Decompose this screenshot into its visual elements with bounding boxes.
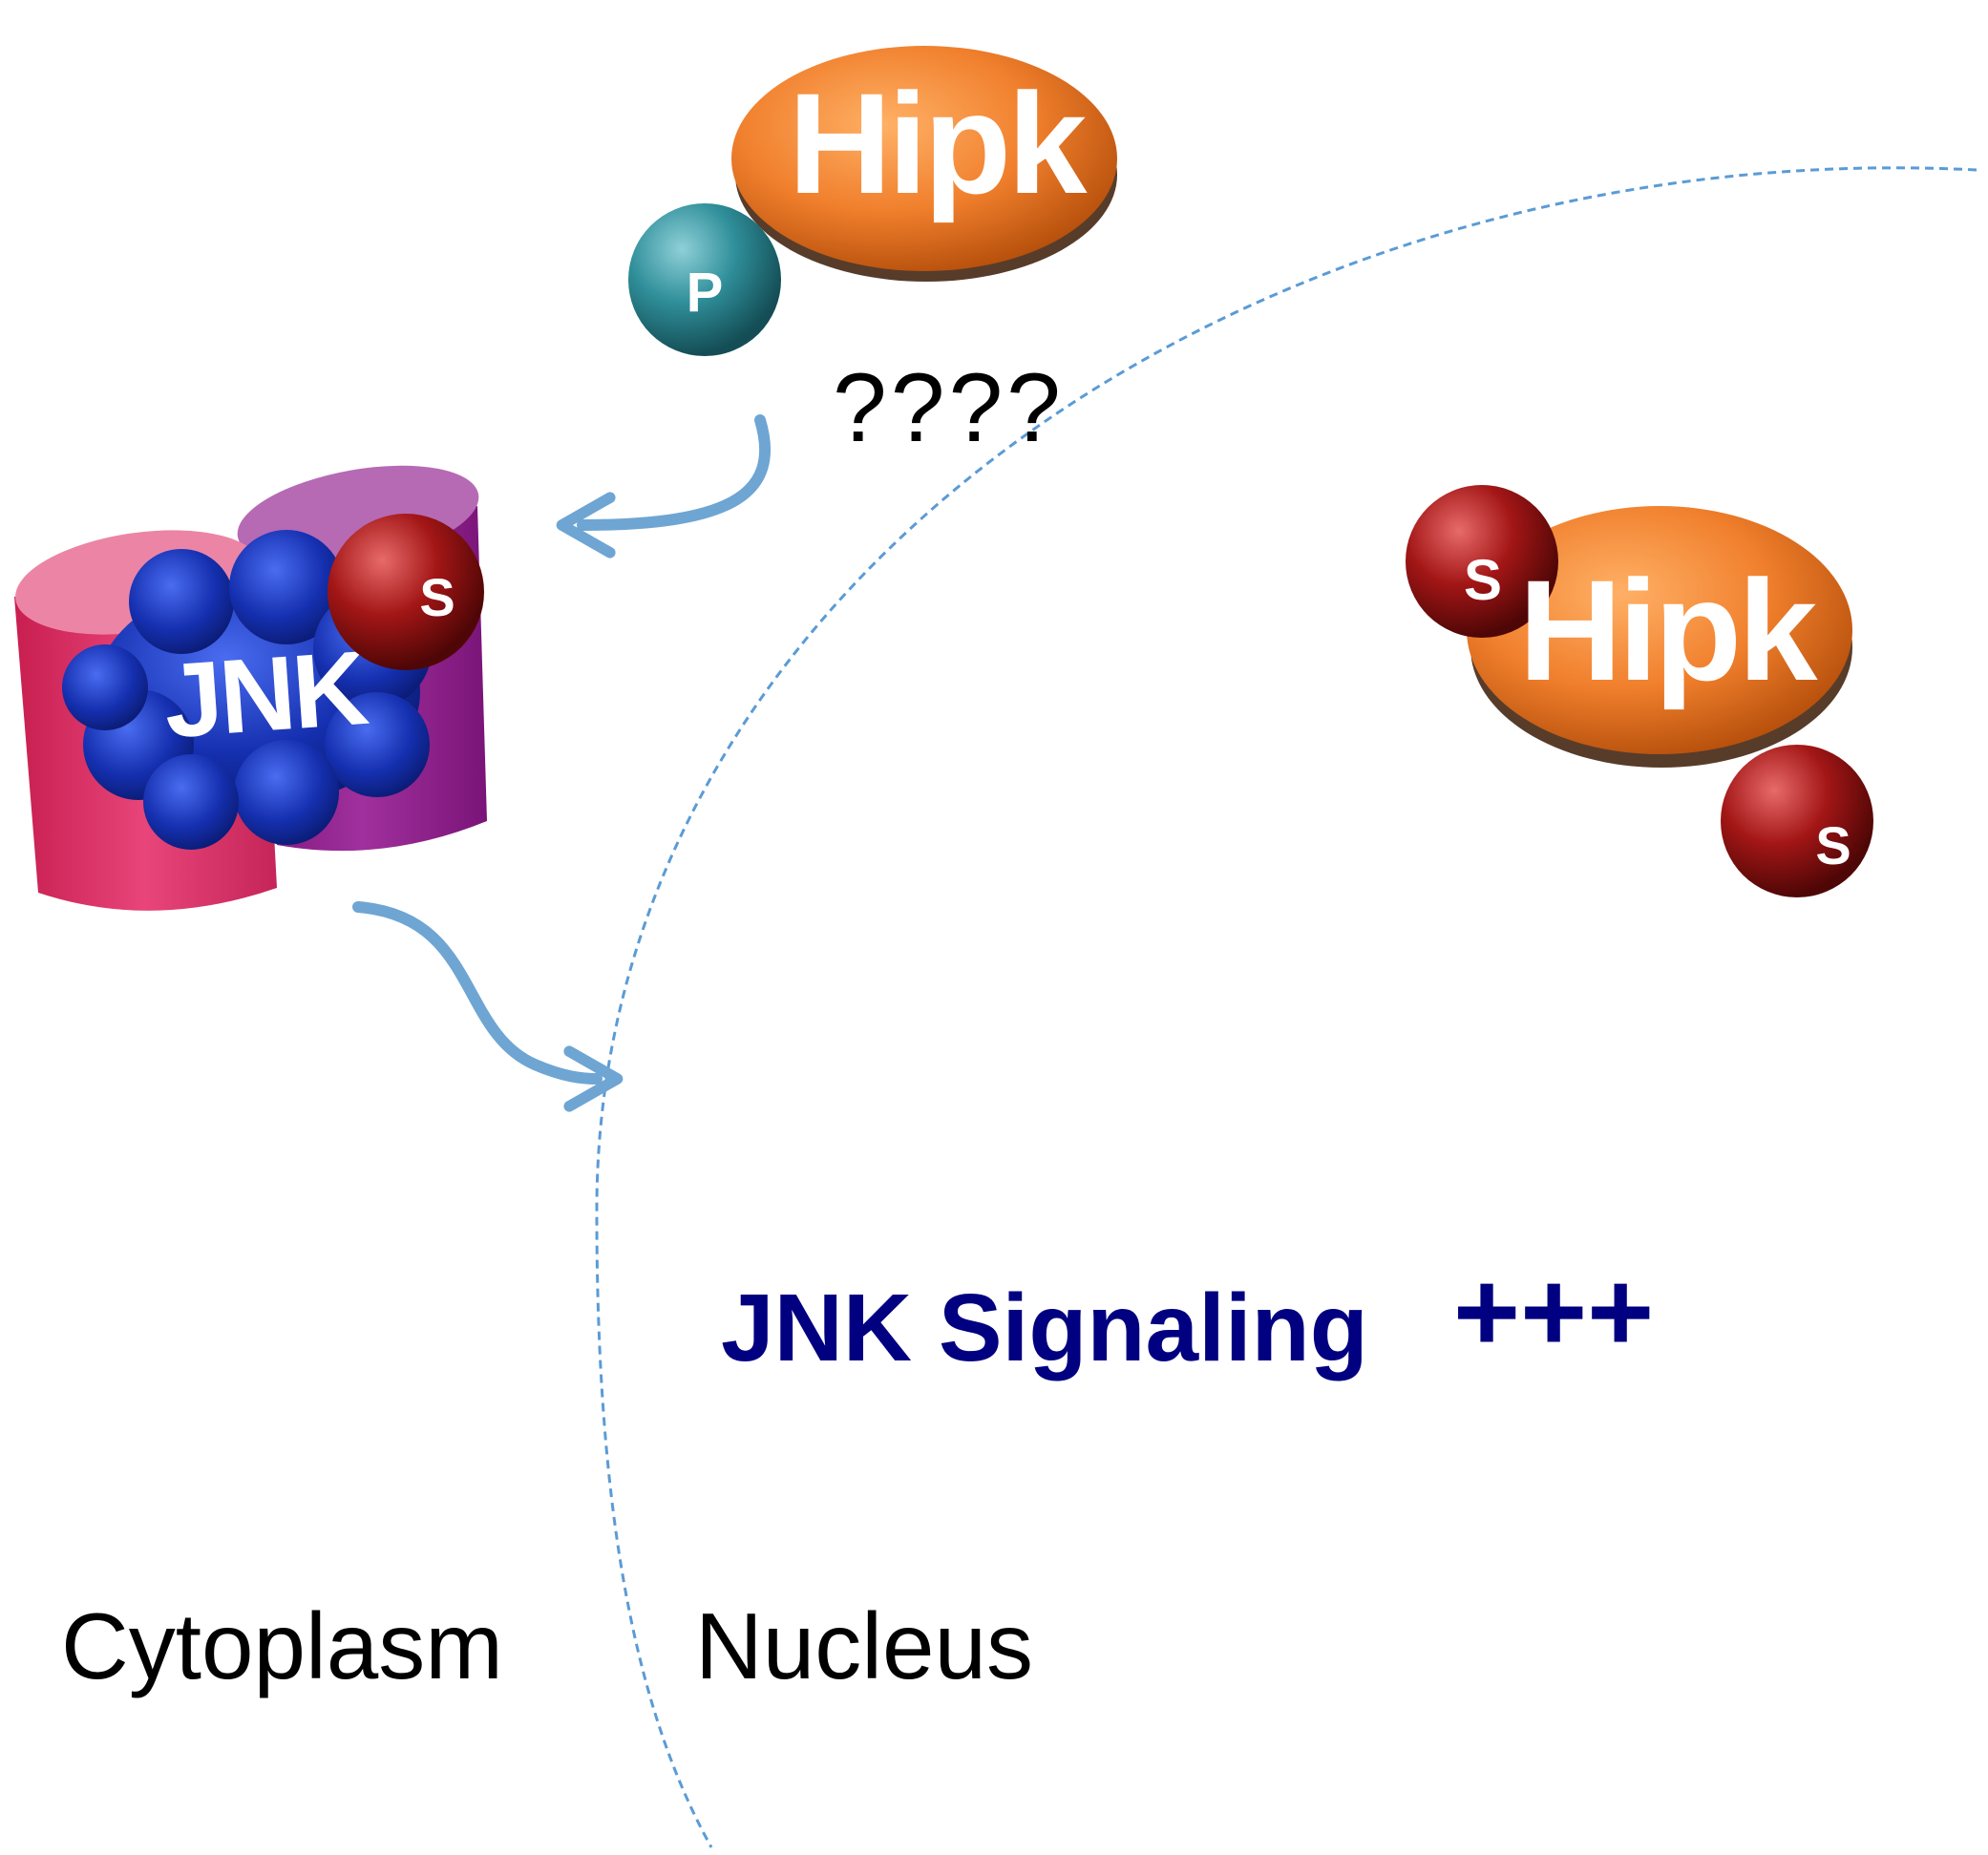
question-marks: ???? [833,353,1065,462]
hipk-cytoplasm: P Hipk [628,46,1117,356]
cytoplasm-label: Cytoplasm [61,1593,503,1698]
phospho-icon [628,203,781,356]
jnk-label: JNK [160,629,372,761]
sumo-label-jnk: S [419,567,455,627]
sumo-label-hipk-top: S [1464,548,1502,612]
arrow-hipk-to-jnk [556,414,771,559]
jnk-signaling-label: JNK Signaling [721,1275,1368,1381]
hipk-nucleus: S S Hipk [1406,485,1873,897]
jnk-blob [62,530,432,850]
arrow-jnk-to-nucleus [352,901,624,1112]
jnk-complex: JNK S [14,465,487,911]
sumo-label-hipk-bottom: S [1815,815,1851,875]
jnk-signaling-level: +++ [1453,1248,1654,1376]
hipk-nucleus-label: Hipk [1518,550,1818,710]
nucleus-label: Nucleus [695,1593,1033,1698]
phospho-label: P [687,262,724,324]
sumo-icon-hipk-top [1406,485,1558,638]
sumo-icon-hipk-bottom [1721,745,1873,897]
sumo-icon-jnk [328,514,484,670]
hipk-cytoplasm-label: Hipk [788,63,1088,223]
